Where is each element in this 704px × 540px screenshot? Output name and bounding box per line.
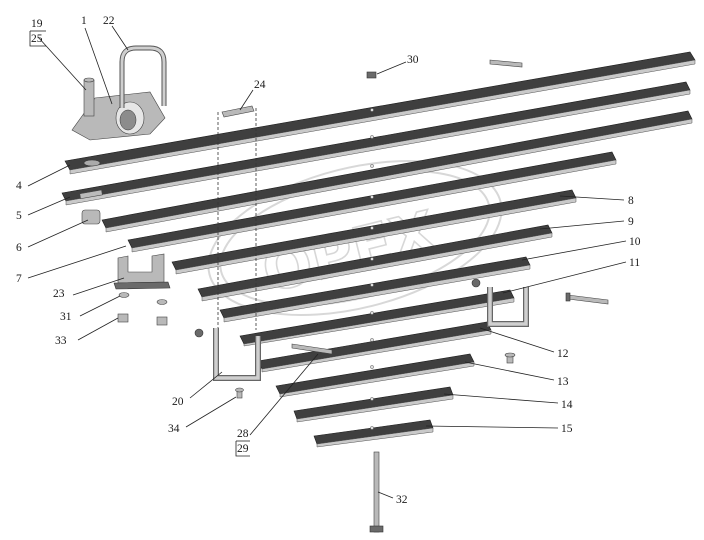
callout-7: 7 (16, 273, 22, 285)
callout-5: 5 (16, 210, 22, 222)
bolt-right (565, 292, 609, 305)
nut-33 (117, 313, 168, 326)
callout-4: 4 (16, 180, 22, 192)
callout-29: 29 (237, 443, 249, 455)
callout-28: 28 (237, 428, 249, 440)
callout-14: 14 (561, 399, 573, 411)
washer-31 (118, 292, 168, 305)
clip-12 (471, 278, 529, 327)
callout-24: 24 (254, 79, 266, 91)
u-bolt-22 (119, 45, 167, 108)
callout-22: 22 (103, 15, 115, 27)
leader-lines (27, 25, 627, 499)
callout-13: 13 (557, 376, 569, 388)
leaf-12 (257, 321, 492, 373)
callout-10: 10 (629, 236, 641, 248)
callout-31: 31 (60, 311, 72, 323)
callout-6: 6 (16, 242, 22, 254)
callout-19: 19 (31, 18, 43, 30)
callouts: 19 25 1 22 24 30 4 5 6 7 8 9 10 11 12 13… (16, 15, 641, 506)
callout-12: 12 (557, 348, 569, 360)
leaf-6 (101, 110, 693, 233)
leaf-6b (127, 151, 617, 253)
callout-8: 8 (628, 195, 634, 207)
callout-32: 32 (396, 494, 408, 506)
part-30 (366, 71, 377, 79)
leaf-11 (239, 289, 515, 347)
leaf-13 (275, 353, 475, 398)
callout-30: 30 (407, 54, 419, 66)
pin-28 (291, 343, 333, 355)
clip-23 (113, 253, 171, 290)
leaf-5 (61, 81, 691, 206)
leaf-10 (219, 256, 531, 323)
label-box-25 (29, 31, 46, 47)
bolt-32 (369, 451, 384, 533)
leaf-9 (197, 224, 553, 302)
callout-20: 20 (172, 396, 184, 408)
bracket-part (71, 77, 166, 141)
rivet-right (504, 352, 516, 364)
callout-9: 9 (628, 216, 634, 228)
center-holes (370, 108, 374, 430)
clip-20 (194, 328, 261, 381)
callout-1: 1 (81, 15, 87, 27)
leaf-15 (313, 419, 434, 448)
callout-11: 11 (629, 257, 640, 269)
callout-23: 23 (53, 288, 65, 300)
leaf-8 (171, 189, 577, 275)
callout-15: 15 (561, 423, 573, 435)
callout-33: 33 (55, 335, 67, 347)
rod-top-right (489, 59, 523, 68)
leaf-4 (64, 51, 696, 175)
label-box-29 (235, 441, 250, 457)
callout-25: 25 (31, 33, 43, 45)
leaf-14 (293, 386, 454, 423)
callout-34: 34 (168, 423, 180, 435)
rivet-34 (235, 387, 244, 399)
pin-24 (217, 105, 257, 330)
